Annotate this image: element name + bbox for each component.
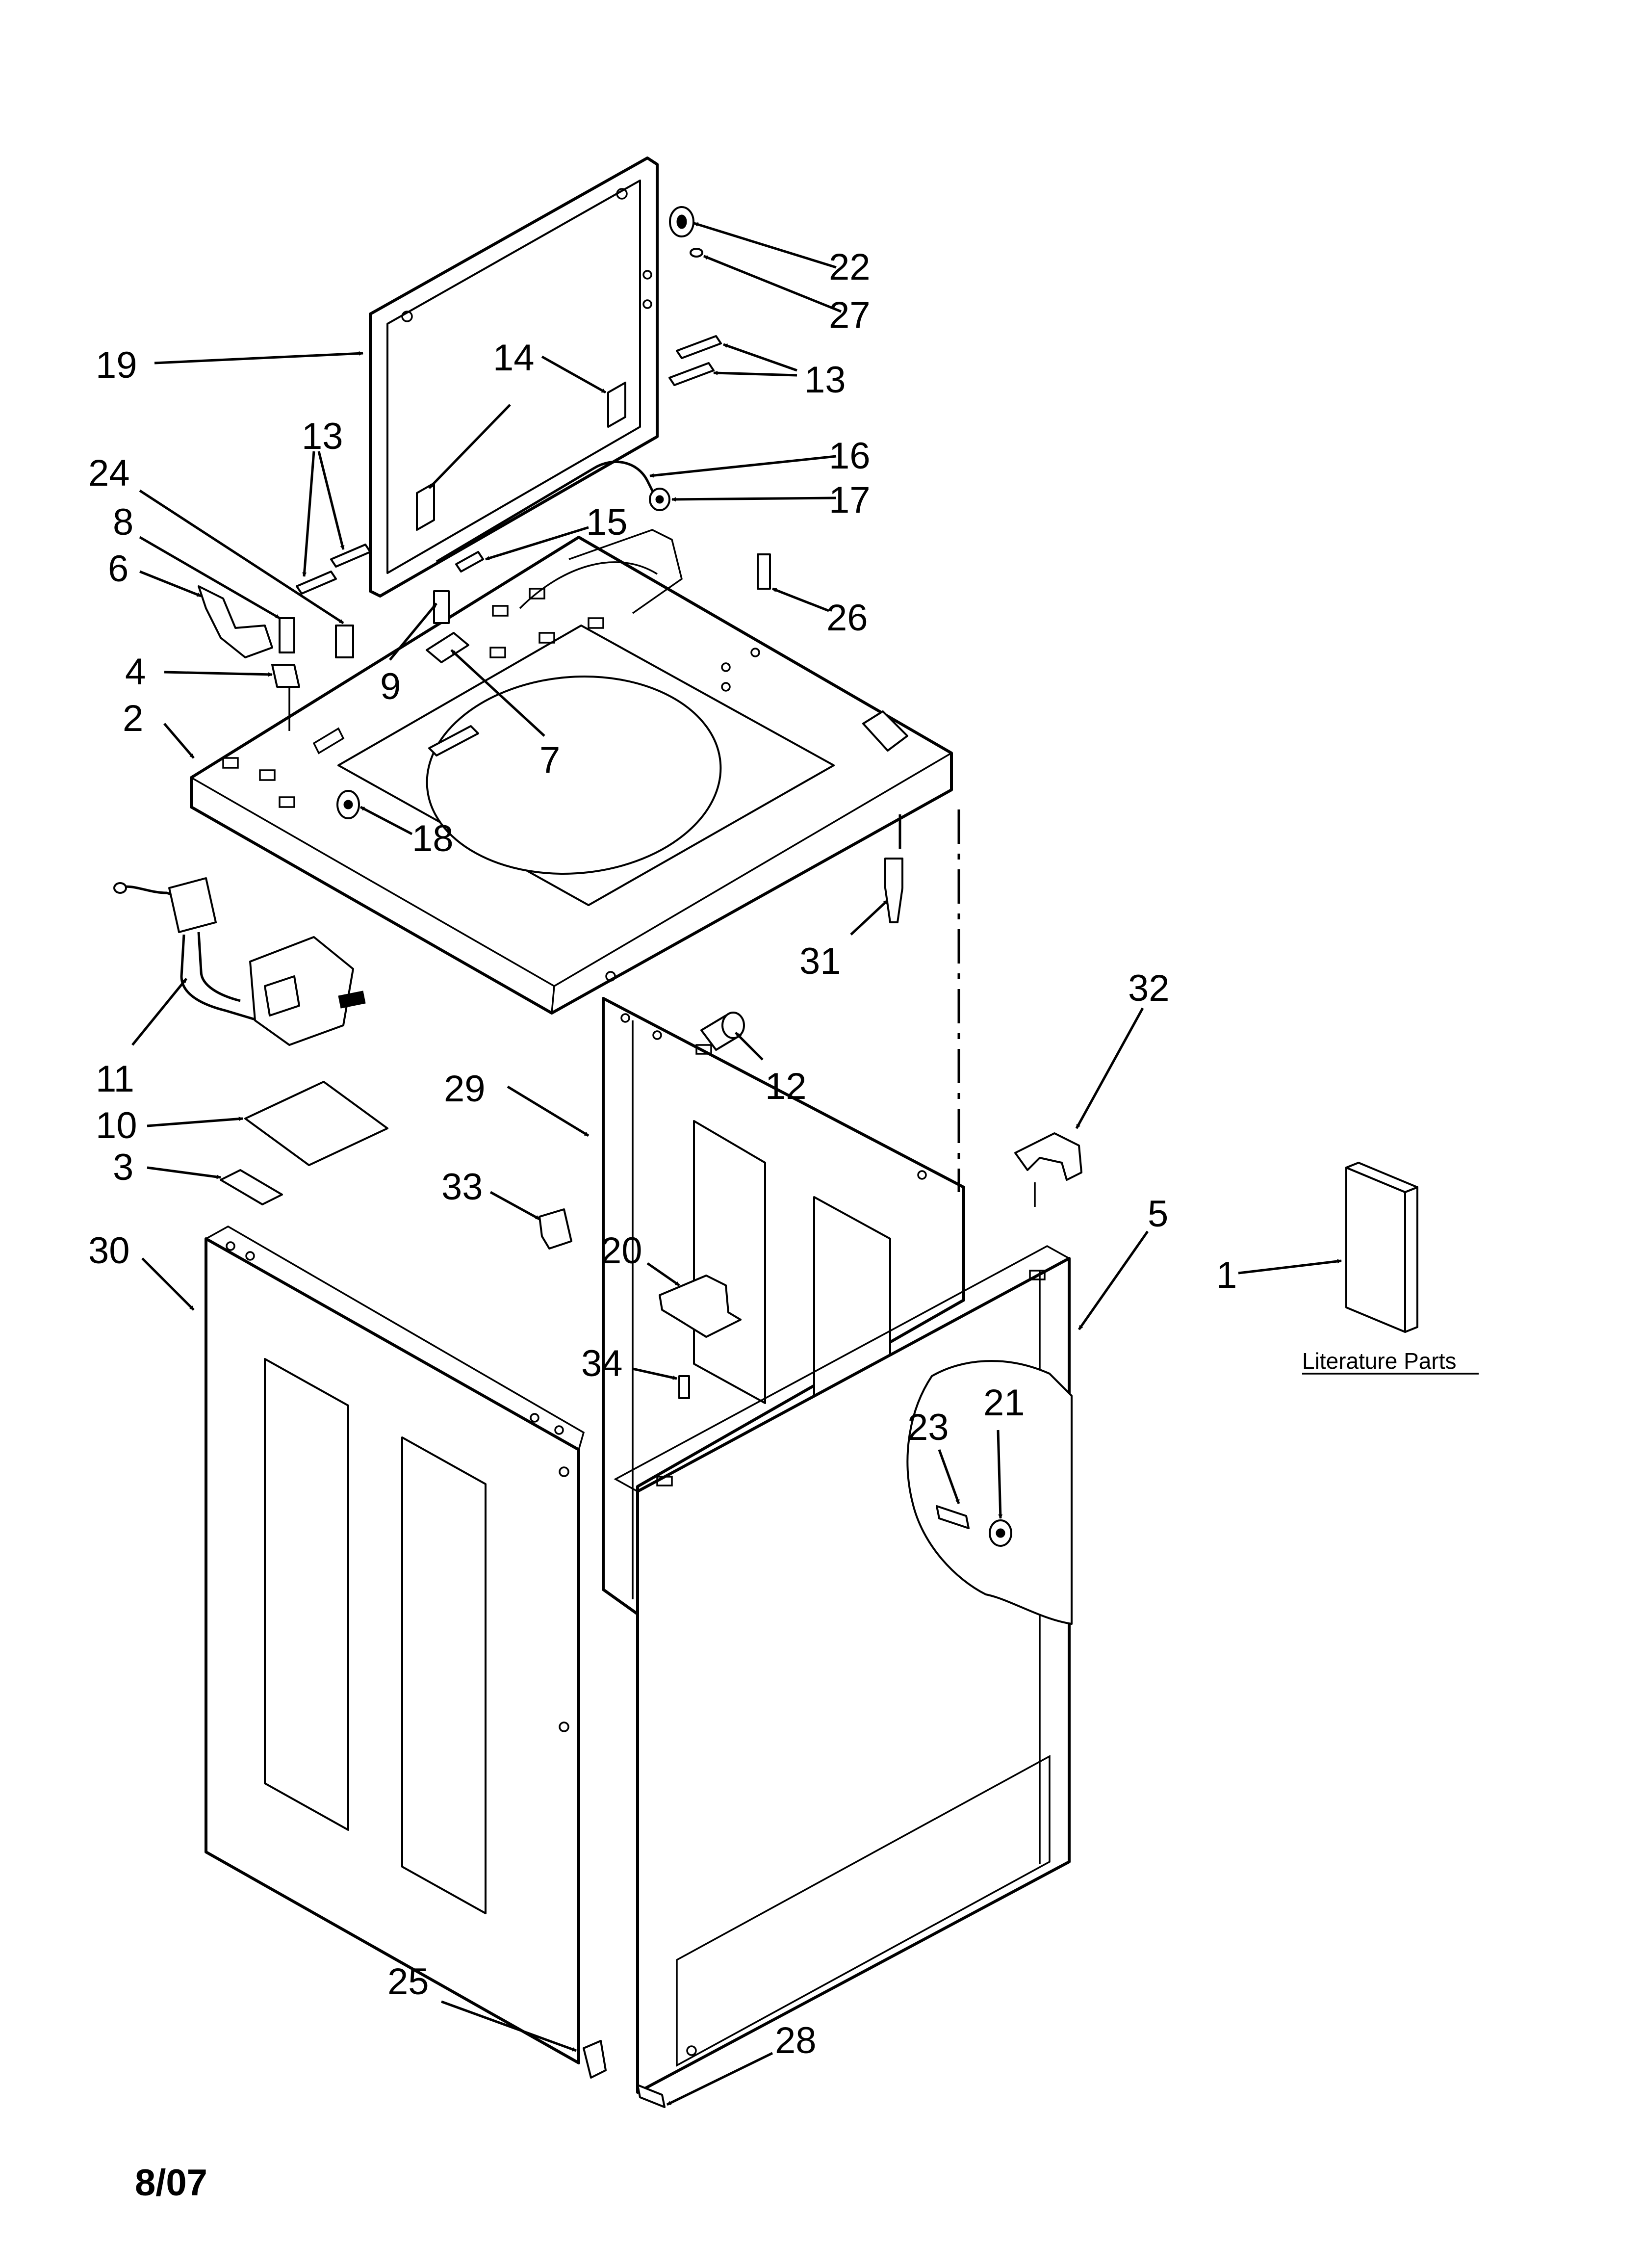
top-panel [190, 529, 953, 1015]
callout-20: 20 [601, 1230, 642, 1272]
screw-part [433, 590, 450, 624]
callout-3: 3 [113, 1147, 133, 1188]
cabinet-front-panel [614, 1245, 1073, 2094]
pin-part [690, 248, 703, 258]
screw-part [335, 625, 354, 658]
callout-34: 34 [581, 1343, 623, 1384]
callout-19: 19 [96, 344, 137, 386]
hinge-bracket [607, 382, 626, 428]
callout-24: 24 [88, 452, 130, 494]
screw-part [678, 1375, 690, 1399]
screw-part [936, 1505, 970, 1529]
pad-part [220, 1169, 283, 1205]
callout-13-right: 13 [804, 359, 846, 401]
screw-part [330, 544, 371, 568]
hinge-rod [436, 460, 656, 563]
bracket-part [659, 1275, 742, 1338]
clip-part [583, 2040, 607, 2079]
callout-10: 10 [96, 1105, 137, 1147]
literature-parts-label: Literature Parts [1302, 1348, 1456, 1374]
clip-part [426, 632, 469, 663]
callout-33: 33 [441, 1166, 483, 1208]
literature-booklet [1345, 1162, 1418, 1333]
callout-31: 31 [799, 940, 841, 982]
clip-part [539, 1208, 572, 1250]
callout-13-left: 13 [302, 416, 343, 457]
screw-part [668, 335, 722, 386]
callout-7: 7 [539, 739, 560, 781]
callout-labels: 22 27 19 13 14 13 16 24 17 15 8 6 26 4 9… [88, 246, 1237, 2061]
callout-25: 25 [387, 1961, 429, 2003]
callout-4: 4 [125, 651, 146, 693]
nozzle-part [336, 790, 360, 819]
callout-11: 11 [96, 1058, 134, 1100]
bumper-part [669, 206, 694, 237]
callout-26: 26 [826, 597, 868, 639]
bumper-part [989, 1519, 1012, 1547]
callout-14: 14 [493, 337, 535, 379]
screw-part [279, 617, 295, 653]
callout-6: 6 [108, 548, 128, 590]
screw-part [637, 2084, 666, 2108]
callout-29: 29 [444, 1068, 486, 1110]
callout-9: 9 [380, 666, 401, 707]
callout-8: 8 [113, 501, 133, 543]
screw-part [757, 553, 771, 590]
callout-22: 22 [829, 246, 871, 288]
callout-16: 16 [829, 435, 871, 477]
callout-23: 23 [907, 1407, 949, 1448]
callout-30: 30 [88, 1230, 130, 1272]
bumper-part [700, 1012, 745, 1051]
lid-switch-assembly [113, 877, 366, 1046]
hinge-bracket [416, 482, 435, 531]
date-code: 8/07 [135, 2162, 207, 2204]
callout-15: 15 [586, 501, 628, 543]
lid-frame [369, 156, 659, 598]
callout-32: 32 [1128, 967, 1170, 1009]
strike-part [455, 551, 484, 573]
callout-28: 28 [775, 2020, 817, 2061]
screw-part [296, 571, 337, 595]
leveler-part [884, 858, 903, 923]
callout-27: 27 [829, 294, 871, 336]
rod-end-part [649, 488, 670, 511]
sheet-part [244, 1081, 388, 1166]
callout-2: 2 [123, 698, 143, 739]
callout-21: 21 [983, 1382, 1025, 1424]
clip-part [1014, 1132, 1082, 1181]
nut-part [271, 664, 300, 688]
callout-12: 12 [765, 1066, 807, 1107]
callout-1: 1 [1216, 1254, 1237, 1296]
bracket-part [198, 585, 273, 658]
callout-5: 5 [1148, 1193, 1168, 1235]
cabinet-left-panel [205, 1225, 585, 2064]
leader-lines [131, 222, 1342, 2106]
callout-18: 18 [412, 818, 454, 860]
callout-17: 17 [829, 479, 871, 521]
